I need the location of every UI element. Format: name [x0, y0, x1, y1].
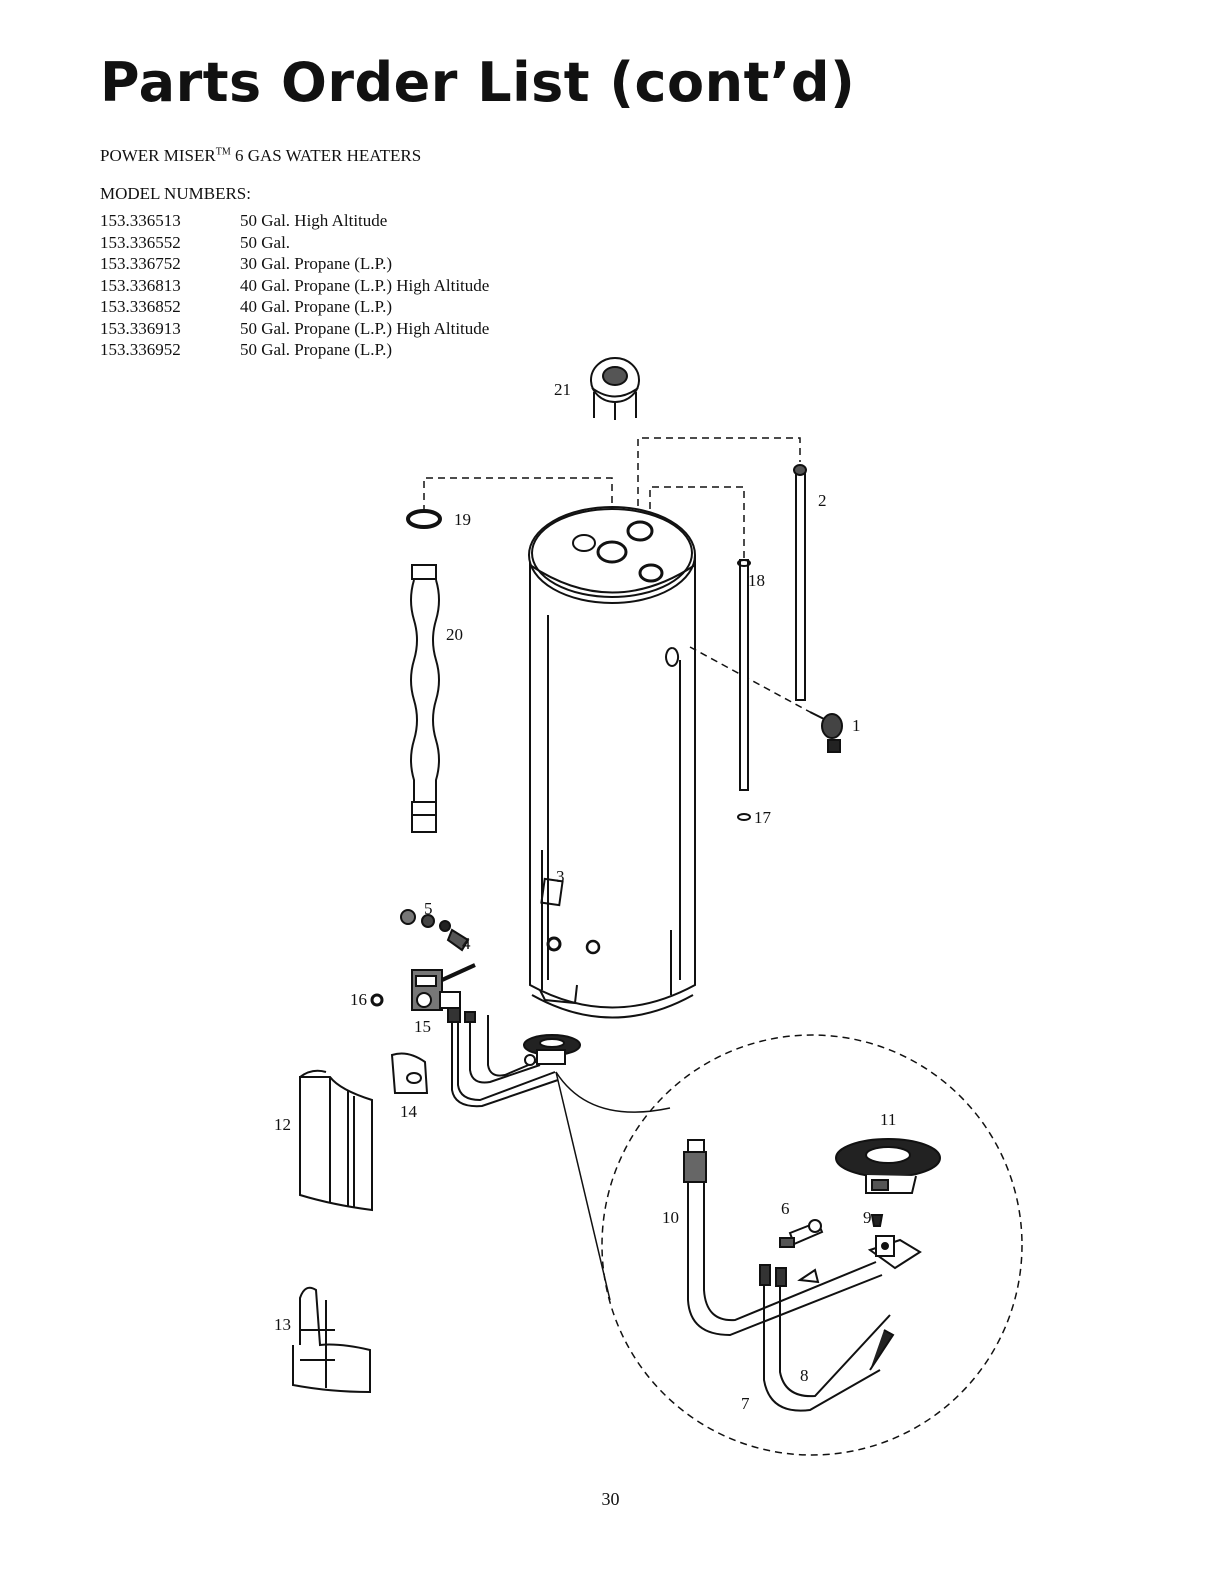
- callout-9: 9: [863, 1208, 872, 1227]
- model-description: 40 Gal. Propane (L.P.): [240, 297, 393, 316]
- callout-5: 5: [424, 899, 433, 918]
- callout-14: 14: [400, 1102, 418, 1121]
- callout-4: 4: [462, 934, 471, 953]
- callout-3: 3: [556, 867, 565, 886]
- model-description: 50 Gal. Propane (L.P.) High Altitude: [240, 318, 490, 338]
- part-16-nut: [370, 993, 384, 1007]
- part-12-outer-door: [299, 1069, 373, 1212]
- burner-detail-callout: [555, 1034, 1023, 1456]
- model-number: 153.336852: [100, 297, 181, 316]
- model-row: 153.336813 40 Gal. Propane (L.P.) High Al…: [100, 275, 489, 297]
- part-4-fitting: [446, 928, 470, 952]
- callout-19: 19: [454, 510, 471, 529]
- callout-10: 10: [662, 1208, 679, 1227]
- trademark-mark: TM: [215, 146, 231, 158]
- page-number: 30: [601, 1489, 620, 1509]
- part-20-flex-connector: [410, 564, 440, 833]
- model-description: 40 Gal. Propane (L.P.) High Altitude: [240, 275, 490, 295]
- part-7-thermocouple: [759, 1264, 881, 1412]
- burner-tube-assembly: [447, 1007, 581, 1108]
- callout-15: 15: [414, 1017, 431, 1036]
- bracket-clip: [797, 1268, 820, 1284]
- callout-8: 8: [800, 1366, 809, 1385]
- model-row: 153.336852 40 Gal. Propane (L.P.): [100, 296, 489, 318]
- part-15-gas-control-valve: [411, 963, 476, 1011]
- model-description: 50 Gal. Propane (L.P.): [240, 340, 393, 359]
- part-1-relief-valve: [809, 711, 843, 753]
- subtitle-rest: 6 GAS WATER HEATERS: [234, 146, 422, 165]
- part-11-burner: [835, 1138, 941, 1194]
- model-row: 153.336913 50 Gal. Propane (L.P.) High Al…: [100, 318, 489, 340]
- model-row: 153.336552 50 Gal.: [100, 232, 489, 254]
- part-6-pilot-bracket: [779, 1219, 824, 1248]
- part-17-washer: [737, 813, 751, 821]
- callout-20: 20: [446, 625, 463, 644]
- part-2-rod: [793, 464, 807, 701]
- callout-16: 16: [350, 990, 367, 1009]
- model-number: 153.336952: [100, 340, 181, 359]
- callout-11: 11: [880, 1110, 896, 1129]
- model-number: 153.336752: [100, 254, 181, 273]
- part-callouts: 1 2 3 4 5 6 7 8 9 10 11 12 13 14 15 16 1…: [274, 380, 896, 1413]
- callout-7: 7: [741, 1394, 750, 1413]
- callout-13: 13: [274, 1315, 291, 1334]
- model-description: 50 Gal.: [240, 232, 291, 252]
- callout-12: 12: [274, 1115, 291, 1134]
- model-number: 153.336552: [100, 232, 181, 252]
- model-row: 153.336952 50 Gal. Propane (L.P.): [100, 339, 489, 361]
- water-heater-tank: [528, 506, 696, 1019]
- page-title: Parts Order List (cont’d): [100, 51, 856, 114]
- callout-1: 1: [852, 716, 861, 735]
- part-21-flue-cap: [590, 357, 640, 420]
- model-number: 153.336513: [100, 211, 181, 230]
- part-19-gasket: [406, 509, 442, 529]
- part-8-pilot-tube: [775, 1267, 895, 1398]
- part-14-inner-door: [390, 1052, 429, 1094]
- model-row: 153.336513 50 Gal. High Altitude: [100, 210, 489, 232]
- part-10-manifold-tube: [683, 1139, 922, 1337]
- callout-21: 21: [554, 380, 571, 399]
- callout-2: 2: [818, 491, 827, 510]
- part-13-shield: [292, 1286, 371, 1394]
- product-subtitle: POWER MISERTM 6 GAS WATER HEATERS: [100, 146, 421, 166]
- callout-17: 17: [754, 808, 772, 827]
- model-description: 50 Gal. High Altitude: [240, 211, 388, 230]
- callout-18: 18: [748, 571, 765, 590]
- part-18-anode-rod: [737, 559, 751, 791]
- model-row: 153.336752 30 Gal. Propane (L.P.): [100, 253, 489, 275]
- part-5-nut: [400, 909, 451, 932]
- callout-6: 6: [781, 1199, 790, 1218]
- model-number: 153.336813: [100, 275, 181, 295]
- model-number-list: 153.336513 50 Gal. High Altitude 153.3365…: [100, 210, 489, 361]
- model-numbers-heading: MODEL NUMBERS:: [100, 184, 251, 203]
- subtitle-brand: POWER MISER: [100, 146, 216, 165]
- part-9-orifice: [870, 1214, 884, 1227]
- model-description: 30 Gal. Propane (L.P.): [240, 254, 393, 273]
- model-number: 153.336913: [100, 318, 181, 338]
